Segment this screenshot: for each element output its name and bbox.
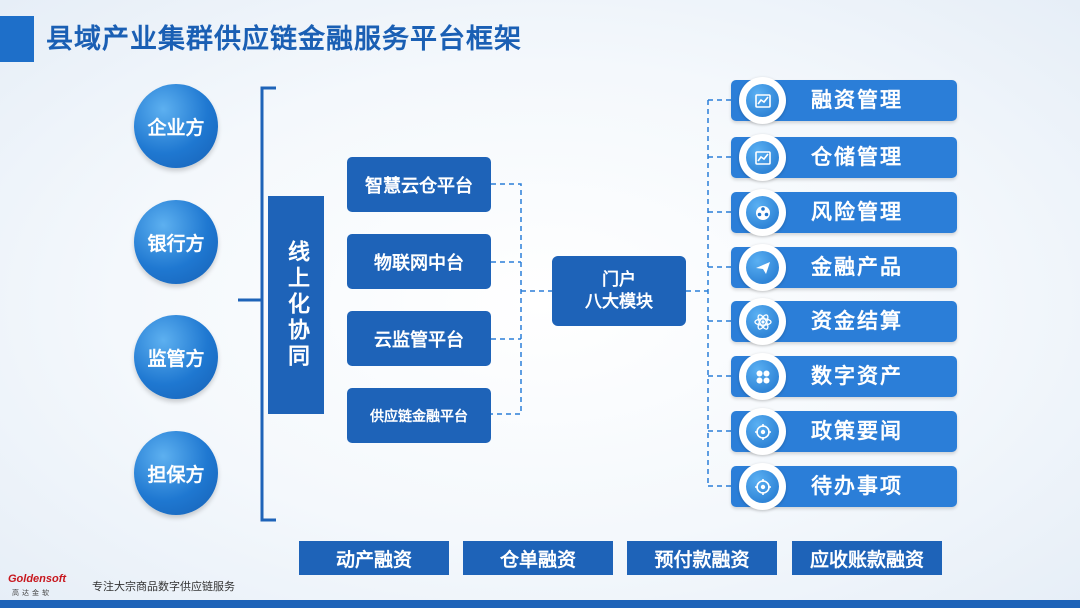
module-label: 待办事项 xyxy=(811,474,903,498)
module-warehouse-management: 仓储管理 xyxy=(731,134,957,181)
party-enterprise: 企业方 xyxy=(134,84,218,168)
portal-line-2: 八大模块 xyxy=(585,292,653,312)
film-reel-icon xyxy=(746,196,779,229)
send-icon xyxy=(746,251,779,284)
module-financing-management: 融资管理 xyxy=(731,77,957,124)
party-guarantor: 担保方 xyxy=(134,431,218,515)
platform-supply-chain-finance: 供应链金融平台 xyxy=(347,388,491,443)
platform-bus xyxy=(491,183,522,415)
left-bracket xyxy=(260,86,276,522)
finance-warehouse-receipt: 仓单融资 xyxy=(463,541,613,575)
chart-icon xyxy=(746,141,779,174)
module-digital-assets: 数字资产 xyxy=(731,353,957,400)
module-todo-items: 待办事项 xyxy=(731,463,957,510)
module-label: 资金结算 xyxy=(811,309,903,333)
module-fund-settlement: 资金结算 xyxy=(731,298,957,345)
bottom-stripe xyxy=(0,600,1080,608)
platform-iot: 物联网中台 xyxy=(347,234,491,289)
company-logo: Goldensoft xyxy=(8,573,67,585)
module-label: 仓储管理 xyxy=(811,145,903,169)
platform-smart-cloud-warehouse: 智慧云仓平台 xyxy=(347,157,491,212)
atom-icon xyxy=(746,305,779,338)
company-logo-cn: 高达金软 xyxy=(12,589,52,597)
target-icon xyxy=(746,415,779,448)
online-collaboration-box: 线上化协同 xyxy=(268,196,324,414)
portal-line-1: 门户 xyxy=(602,270,636,290)
title-accent-bar xyxy=(0,16,34,62)
module-financial-products: 金融产品 xyxy=(731,244,957,291)
target-icon xyxy=(746,470,779,503)
module-risk-management: 风险管理 xyxy=(731,189,957,236)
page-title: 县域产业集群供应链金融服务平台框架 xyxy=(46,24,522,55)
portal-box: 门户 八大模块 xyxy=(552,256,686,326)
platform-cloud-supervision: 云监管平台 xyxy=(347,311,491,366)
chart-icon xyxy=(746,84,779,117)
finance-prepayment: 预付款融资 xyxy=(627,541,777,575)
party-bank: 银行方 xyxy=(134,200,218,284)
module-label: 政策要闻 xyxy=(811,419,903,443)
finance-receivables: 应收账款融资 xyxy=(792,541,942,575)
grid-icon xyxy=(746,360,779,393)
module-label: 风险管理 xyxy=(811,200,903,224)
module-label: 数字资产 xyxy=(811,364,903,388)
module-label: 融资管理 xyxy=(811,88,903,112)
module-policy-news: 政策要闻 xyxy=(731,408,957,455)
finance-movable-property: 动产融资 xyxy=(299,541,449,575)
company-slogan: 专注大宗商品数字供应链服务 xyxy=(92,580,235,593)
module-label: 金融产品 xyxy=(811,255,903,279)
party-regulator: 监管方 xyxy=(134,315,218,399)
